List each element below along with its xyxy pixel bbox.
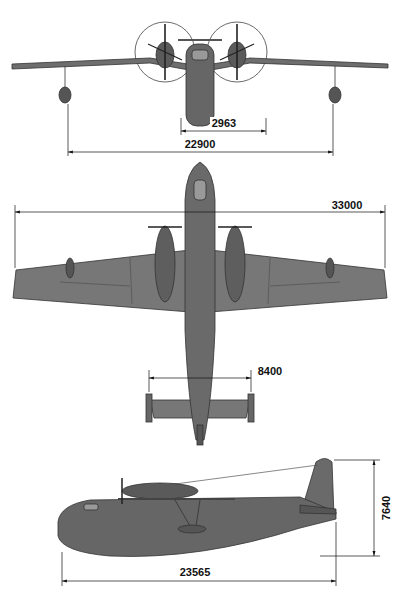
front-dimensions — [68, 104, 333, 156]
dimension-label: 22900 — [183, 138, 218, 150]
top-dimensions — [15, 205, 385, 392]
side-view — [58, 459, 336, 557]
dimension-label: 33000 — [330, 199, 365, 211]
side-dimensions — [62, 460, 380, 586]
top-view — [13, 162, 387, 445]
dimension-label: 23565 — [178, 566, 213, 578]
dimension-label: 8400 — [256, 365, 284, 377]
front-view — [12, 22, 388, 126]
dimension-label: 2963 — [210, 117, 238, 129]
dimension-label: 7640 — [380, 494, 392, 522]
